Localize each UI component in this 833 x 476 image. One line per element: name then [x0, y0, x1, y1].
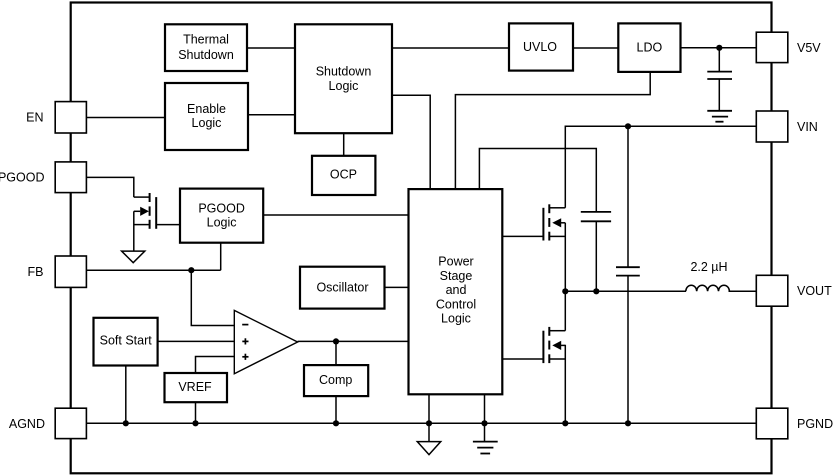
- svg-text:Control: Control: [436, 297, 476, 311]
- svg-text:EN: EN: [26, 111, 43, 125]
- svg-text:Shutdown: Shutdown: [178, 48, 234, 62]
- svg-text:Shutdown: Shutdown: [316, 64, 372, 78]
- svg-text:Stage: Stage: [440, 269, 473, 283]
- svg-text:UVLO: UVLO: [523, 40, 557, 54]
- svg-text:VOUT: VOUT: [797, 284, 832, 298]
- svg-text:Soft Start: Soft Start: [100, 334, 153, 348]
- svg-text:Logic: Logic: [207, 216, 237, 230]
- svg-text:Logic: Logic: [329, 79, 359, 93]
- svg-text:VREF: VREF: [178, 380, 212, 394]
- svg-text:PGND: PGND: [797, 417, 833, 431]
- svg-text:FB: FB: [28, 265, 44, 279]
- svg-text:2.2 µH: 2.2 µH: [690, 260, 727, 274]
- svg-text:AGND: AGND: [9, 417, 45, 431]
- svg-text:V5V: V5V: [797, 41, 821, 55]
- svg-text:Power: Power: [438, 255, 473, 269]
- svg-text:PGOOD: PGOOD: [198, 201, 245, 215]
- svg-text:Thermal: Thermal: [183, 32, 229, 46]
- svg-text:Logic: Logic: [441, 312, 471, 326]
- svg-text:Logic: Logic: [192, 116, 222, 130]
- svg-text:Oscillator: Oscillator: [316, 281, 368, 295]
- svg-text:LDO: LDO: [637, 40, 663, 54]
- svg-text:VIN: VIN: [797, 120, 818, 134]
- svg-text:and: and: [446, 283, 467, 297]
- svg-text:PGOOD: PGOOD: [0, 171, 45, 185]
- svg-text:Comp: Comp: [319, 373, 352, 387]
- svg-text:Enable: Enable: [187, 102, 226, 116]
- svg-text:OCP: OCP: [330, 168, 357, 182]
